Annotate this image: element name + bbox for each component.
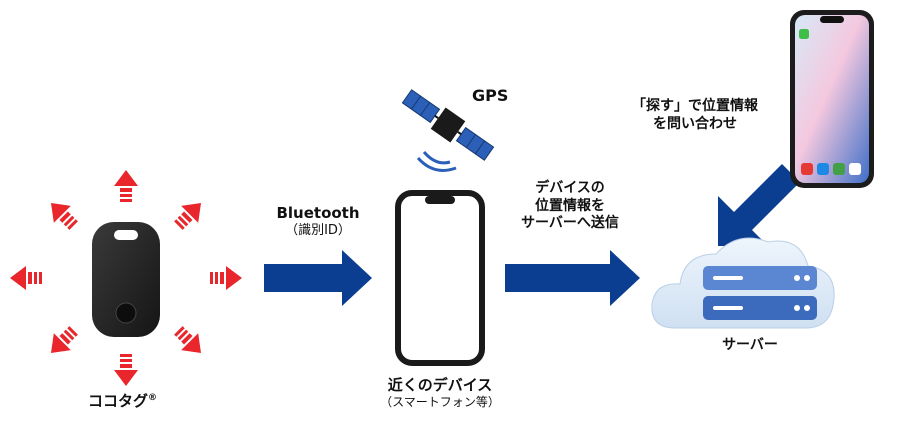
signal-arrows: [10, 170, 242, 386]
signal-arrow-right: [210, 266, 242, 290]
send-location-line-3: サーバーへ送信: [521, 215, 619, 231]
signal-arrow-down: [114, 354, 138, 386]
bluetooth-title: Bluetooth: [276, 204, 360, 222]
koko-tag-name: ココタグ: [88, 392, 149, 410]
signal-arrow-down-right: [174, 326, 201, 353]
server-upload-arrow: [505, 250, 640, 306]
signal-arrow-left: [10, 266, 42, 290]
iphone-find-my-icon: [790, 10, 874, 188]
query-line-1: 「探す」で位置情報: [632, 98, 758, 114]
koko-tag-device: [92, 222, 160, 337]
gps-label: GPS: [472, 86, 509, 105]
send-location-label: デバイスの 位置情報を サーバーへ送信: [500, 180, 640, 233]
koko-tag-label: ココタグ®: [88, 392, 157, 411]
nearby-device-label: 近くのデバイス （スマートフォン等）: [370, 376, 510, 410]
send-location-line-2: 位置情報を: [535, 197, 605, 214]
cloud-server-icon: [651, 237, 835, 329]
send-location-line-1: デバイスの: [535, 180, 605, 196]
nearby-smartphone-icon: [395, 190, 485, 366]
query-label: 「探す」で位置情報 を問い合わせ: [620, 98, 770, 133]
gps-satellite-icon: [401, 89, 495, 172]
query-arrow: [718, 164, 800, 246]
signal-arrow-up-left: [51, 203, 78, 230]
server-label: サーバー: [722, 337, 778, 353]
signal-arrow-up-right: [174, 203, 201, 230]
registered-mark: ®: [148, 393, 158, 403]
signal-arrow-down-left: [51, 326, 78, 353]
bluetooth-label: Bluetooth （識別ID）: [258, 204, 378, 239]
signal-arrow-up: [114, 170, 138, 202]
query-line-2: を問い合わせ: [653, 115, 737, 132]
nearby-device-subtitle: （スマートフォン等）: [380, 394, 500, 409]
bluetooth-flow-arrow: [264, 250, 372, 306]
bluetooth-subtitle: （識別ID）: [285, 222, 351, 238]
nearby-device-title: 近くのデバイス: [387, 376, 493, 394]
